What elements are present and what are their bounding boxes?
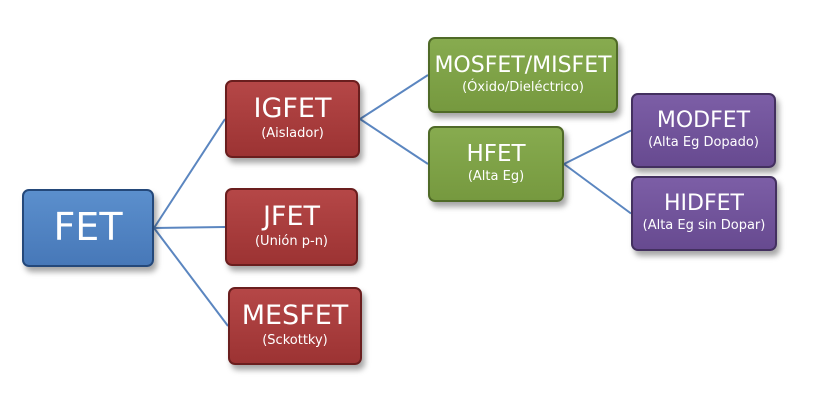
node-hfet-title: HFET bbox=[466, 140, 526, 167]
node-igfet: IGFET (Aislador) bbox=[225, 80, 360, 158]
connector-igfet-hfet bbox=[359, 118, 429, 165]
node-jfet-title: JFET bbox=[262, 200, 321, 232]
node-mesfet-title: MESFET bbox=[241, 299, 349, 331]
node-mosfet: MOSFET/MISFET (Óxido/Dieléctrico) bbox=[428, 37, 618, 113]
node-hfet-subtitle: (Alta Eg) bbox=[467, 169, 525, 185]
node-jfet-subtitle: (Unión p-n) bbox=[254, 234, 329, 250]
node-hfet: HFET (Alta Eg) bbox=[428, 126, 564, 202]
connector-fet-igfet bbox=[153, 118, 226, 229]
node-jfet: JFET (Unión p-n) bbox=[225, 188, 358, 266]
node-fet-title: FET bbox=[53, 205, 123, 250]
node-mesfet: MESFET (Sckottky) bbox=[228, 287, 362, 365]
connector-igfet-mosfet bbox=[359, 74, 429, 120]
node-igfet-subtitle: (Aislador) bbox=[261, 126, 324, 142]
node-mosfet-title: MOSFET/MISFET bbox=[434, 52, 612, 78]
node-igfet-title: IGFET bbox=[253, 92, 332, 124]
node-hidfet: HIDFET (Alta Eg sin Dopar) bbox=[631, 176, 777, 251]
node-modfet-subtitle: (Alta Eg Dopado) bbox=[648, 135, 759, 151]
connector-hfet-modfet bbox=[563, 129, 632, 165]
node-hidfet-subtitle: (Alta Eg sin Dopar) bbox=[642, 218, 766, 234]
connector-fet-jfet bbox=[153, 226, 226, 229]
node-mosfet-subtitle: (Óxido/Dieléctrico) bbox=[462, 79, 584, 95]
node-hidfet-title: HIDFET bbox=[664, 191, 744, 216]
node-modfet-title: MODFET bbox=[656, 108, 751, 133]
node-mesfet-subtitle: (Sckottky) bbox=[262, 333, 328, 349]
node-fet: FET bbox=[22, 189, 154, 267]
connector-fet-mesfet bbox=[153, 227, 229, 327]
node-modfet: MODFET (Alta Eg Dopado) bbox=[631, 93, 776, 168]
connector-hfet-hidfet bbox=[563, 163, 632, 215]
